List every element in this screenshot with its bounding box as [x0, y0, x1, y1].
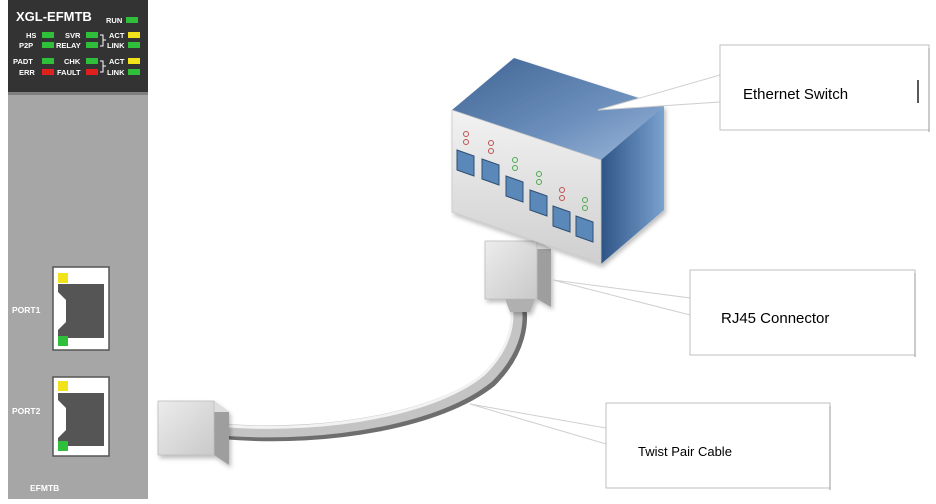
- port1[interactable]: PORT1: [12, 266, 110, 351]
- callout-pointer: [552, 279, 691, 316]
- port2[interactable]: PORT2: [12, 376, 110, 457]
- cable-shadow: [220, 294, 528, 442]
- left-rj45-plug: [157, 400, 229, 465]
- module-header: [8, 0, 148, 92]
- led-label-act2: ACT: [109, 57, 125, 66]
- port1-led-yellow: [58, 273, 68, 283]
- cable-body: [222, 296, 523, 438]
- switch-led: [463, 139, 469, 145]
- switch-led: [488, 140, 494, 146]
- callout-twist-pair-cable: Twist Pair Cable: [469, 402, 831, 490]
- led-act2: [128, 58, 140, 64]
- led-label-err: ERR: [19, 68, 35, 77]
- rj45-connector: [484, 240, 551, 312]
- cable-highlight: [226, 300, 514, 429]
- led-svr: [86, 32, 98, 38]
- led-label-fault: FAULT: [57, 68, 81, 77]
- callout-box: [719, 44, 930, 131]
- plc-module: XGL-EFMTB RUN HS SVR ACT P2P RELAY LINK …: [8, 0, 148, 499]
- led-run: [126, 17, 138, 23]
- port2-label: PORT2: [12, 406, 41, 416]
- switch-port: [481, 158, 500, 186]
- callout-box: [689, 269, 916, 356]
- led-link1: [128, 42, 140, 48]
- led-bracket: [100, 60, 106, 73]
- callout-pointer: [469, 403, 607, 445]
- port2-jack: [58, 393, 104, 446]
- port1-jack: [58, 284, 104, 338]
- port1-label: PORT1: [12, 305, 41, 315]
- switch-top: [452, 58, 664, 160]
- twisted-pair-cable: [220, 294, 528, 442]
- ethernet-switch: [451, 58, 664, 265]
- switch-ports: [456, 149, 594, 243]
- led-padt: [42, 58, 54, 64]
- led-label-relay: RELAY: [56, 41, 81, 50]
- port2-led-green: [58, 441, 68, 451]
- switch-led: [463, 131, 469, 137]
- switch-port: [529, 189, 548, 217]
- switch-side: [601, 106, 664, 264]
- led-panel: RUN HS SVR ACT P2P RELAY LINK PADT CHK A…: [13, 16, 140, 77]
- led-label-p2p: P2P: [19, 41, 33, 50]
- led-hs: [42, 32, 54, 38]
- switch-led: [536, 179, 542, 185]
- callout-box: [605, 402, 831, 489]
- module-model-label: XGL-EFMTB: [16, 9, 92, 24]
- switch-port: [505, 175, 524, 203]
- switch-led: [559, 195, 565, 201]
- callout-label-switch: Ethernet Switch: [743, 86, 848, 103]
- led-act1: [128, 32, 140, 38]
- module-footer-label: EFMTB: [30, 483, 59, 493]
- led-label-act1: ACT: [109, 31, 125, 40]
- switch-led: [512, 157, 518, 163]
- led-label-chk: CHK: [64, 57, 81, 66]
- switch-led: [582, 205, 588, 211]
- callout-ethernet-switch: Ethernet Switch: [597, 44, 930, 132]
- led-label-link2: LINK: [107, 68, 125, 77]
- switch-led: [559, 187, 565, 193]
- callout-label-connector: RJ45 Connector: [721, 310, 829, 327]
- callout-label-cable: Twist Pair Cable: [638, 444, 732, 459]
- led-chk: [86, 58, 98, 64]
- switch-led: [512, 165, 518, 171]
- led-p2p: [42, 42, 54, 48]
- switch-port: [456, 149, 475, 177]
- led-label-link1: LINK: [107, 41, 125, 50]
- callout-rj45-connector: RJ45 Connector: [552, 269, 916, 357]
- port1-led-green: [58, 336, 68, 346]
- port2-led-yellow: [58, 381, 68, 391]
- switch-port: [552, 205, 571, 233]
- switch-leds: [463, 131, 588, 211]
- led-label-hs: HS: [26, 31, 36, 40]
- switch-led: [488, 148, 494, 154]
- switch-led: [536, 171, 542, 177]
- led-fault: [86, 69, 98, 75]
- led-link2: [128, 69, 140, 75]
- led-bracket: [100, 34, 106, 47]
- led-label-padt: PADT: [13, 57, 33, 66]
- led-label-svr: SVR: [65, 31, 81, 40]
- switch-led: [582, 197, 588, 203]
- led-label-run: RUN: [106, 16, 122, 25]
- led-relay: [86, 42, 98, 48]
- switch-port: [575, 215, 594, 243]
- led-err: [42, 69, 54, 75]
